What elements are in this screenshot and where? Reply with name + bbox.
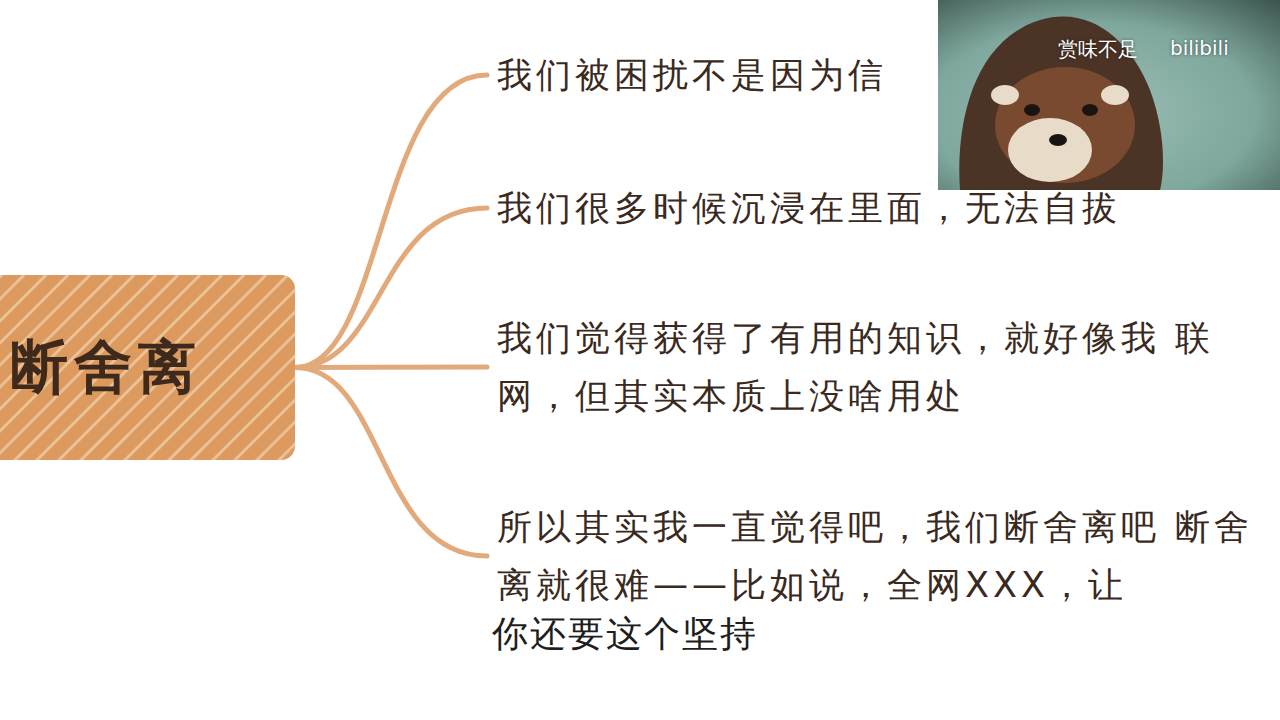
topic-title: 断舍离 [10, 329, 202, 407]
branch-sentence: 所以其实我一直觉得吧，我们断舍离吧 断舍离就很难——比如说，全网XXX，让 [497, 498, 1267, 614]
panda-mark [991, 85, 1019, 105]
panda-eye [1082, 104, 1098, 116]
panda-hood [959, 16, 1163, 190]
panda-muzzle [1008, 118, 1092, 182]
panda-face [995, 67, 1135, 183]
hatch-line [286, 275, 295, 460]
subtitle: 你还要这个坚持 [492, 610, 758, 659]
central-topic: 断舍离 [0, 275, 295, 460]
panda-eye [1024, 104, 1040, 116]
branch-text: 我们被困扰不是因为信 [497, 46, 937, 104]
branch-curve [295, 368, 487, 557]
branch-sentence: 我们被困扰不是因为信 [497, 46, 937, 104]
overlay-frame [938, 0, 1280, 190]
branch-sentence: 我们觉得获得了有用的知识，就好像我 联网，但其实本质上没啥用处 [497, 309, 1267, 425]
hatch-line [264, 275, 295, 460]
watermark: 赏味不足 [1058, 36, 1138, 63]
site-logo: bilibili [1170, 36, 1229, 60]
branch-text: 我们很多时候沉浸在里面，无法自拔 [497, 179, 1267, 237]
hatch-line [198, 275, 295, 460]
panda-mark [1101, 85, 1129, 105]
branch-curve [295, 208, 487, 368]
branch-curve [295, 75, 487, 368]
branch-sentence: 我们很多时候沉浸在里面，无法自拔 [497, 179, 1267, 237]
branch-curve [295, 365, 487, 371]
branch-text: 我们觉得获得了有用的知识，就好像我 联网，但其实本质上没啥用处 [497, 309, 1267, 425]
hatch-line [242, 275, 295, 460]
panda-nose [1049, 134, 1067, 146]
branch-text: 所以其实我一直觉得吧，我们断舍离吧 断舍离就很难——比如说，全网XXX，让 [497, 498, 1267, 614]
